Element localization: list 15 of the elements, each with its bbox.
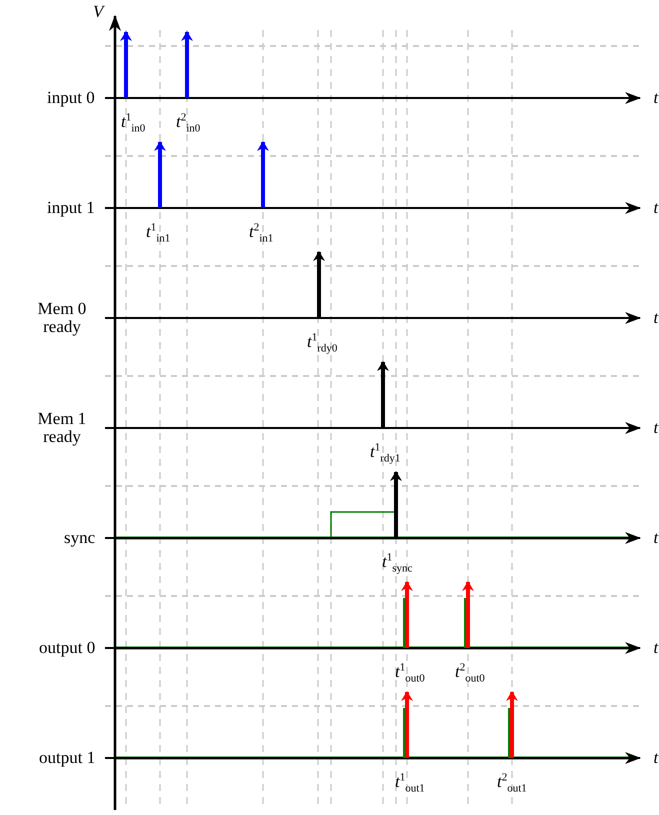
- axis-label: t: [654, 419, 658, 437]
- axis-label: V: [93, 3, 104, 21]
- axis-label: t: [654, 529, 658, 547]
- signal-name: input 1: [47, 199, 95, 217]
- signal-name: input 0: [47, 89, 95, 107]
- signal-name: Mem 0 ready: [36, 300, 88, 336]
- signal-name: output 1: [39, 749, 96, 767]
- axis-label: t: [654, 309, 658, 327]
- signal-name: output 0: [39, 639, 96, 657]
- axis-label: t: [654, 639, 658, 657]
- axis-label: t: [654, 89, 658, 107]
- axis-label: t: [654, 749, 658, 767]
- signal-name: Mem 1 ready: [36, 410, 88, 446]
- signal-name: sync: [64, 529, 96, 547]
- axis-label: t: [654, 199, 658, 217]
